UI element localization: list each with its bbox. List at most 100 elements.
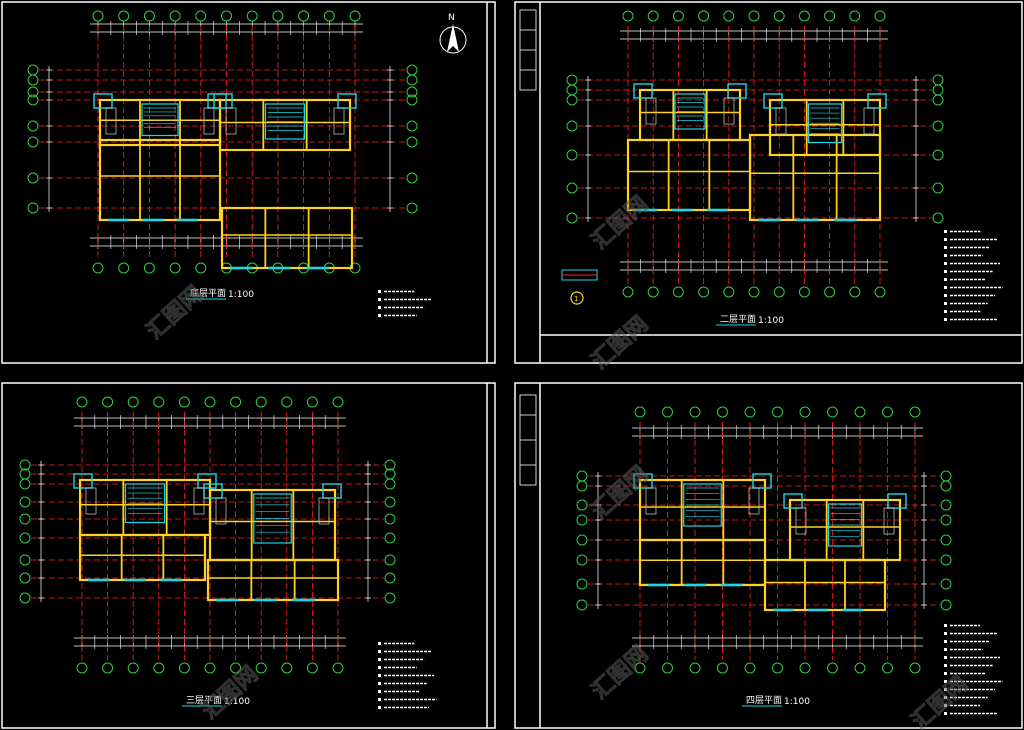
axis-bubble: [27, 86, 39, 98]
wall-outline: [638, 88, 742, 142]
axis-bubble: [169, 10, 181, 22]
axis-bubble: [909, 406, 921, 418]
note-bullet: [944, 270, 947, 273]
axis-bubble: [384, 478, 396, 490]
axis-bubble: [76, 396, 88, 408]
axis-bubble: [127, 396, 139, 408]
axis-bubble: [932, 94, 944, 106]
sheet-title-ground: 底层平面: [190, 287, 226, 299]
axis-bubble: [298, 10, 310, 22]
axis-bubble: [698, 286, 710, 298]
axis-bubble: [882, 406, 893, 418]
fixture-outline: [318, 497, 330, 525]
fixture-outline: [645, 97, 657, 125]
axis-bubble: [940, 499, 952, 511]
fixture-outline: [225, 107, 237, 135]
axis-bubble: [874, 286, 886, 298]
note-bullet: [944, 294, 947, 297]
axis-bubble: [576, 480, 588, 492]
sheet-title-fourth: 四层平面: [746, 695, 782, 706]
axis-bubble: [576, 599, 588, 611]
axis-bubble: [744, 406, 756, 418]
note-bullet: [378, 658, 381, 661]
balcony-outline: [322, 483, 342, 499]
sheet-scale-fourth: 1:100: [784, 697, 810, 707]
axis-bubble: [204, 662, 216, 674]
note-bullet: [944, 656, 947, 659]
axis-bubble: [940, 578, 952, 590]
axis-bubble: [406, 202, 418, 214]
axis-bubble: [622, 286, 634, 298]
axis-bubble: [909, 662, 921, 674]
axis-bubble: [195, 262, 207, 274]
axis-bubble: [306, 396, 318, 408]
axis-bubble: [672, 286, 684, 298]
floor-plan-second: [566, 10, 944, 298]
axis-bubble: [576, 578, 588, 590]
axis-bubble: [153, 662, 165, 674]
axis-bubble: [854, 406, 866, 418]
axis-bubble: [384, 513, 396, 525]
axis-bubble: [723, 10, 735, 22]
axis-bubble: [849, 10, 861, 22]
fixture-outline: [203, 107, 215, 135]
note-bullet: [378, 682, 381, 685]
axis-bubble: [19, 532, 31, 544]
note-bullet: [944, 246, 947, 249]
axis-bubble: [27, 74, 39, 86]
axis-bubble: [19, 592, 31, 604]
fixture-outline: [85, 487, 97, 515]
axis-bubble: [849, 286, 861, 298]
balcony-outline: [867, 93, 887, 109]
axis-bubble: [717, 662, 728, 674]
note-bullet: [944, 262, 947, 265]
note-bullet: [944, 672, 947, 675]
axis-bubble: [940, 599, 952, 611]
balcony-outline: [633, 83, 653, 99]
axis-bubble: [406, 136, 418, 148]
note-bullet: [944, 640, 947, 643]
axis-bubble: [118, 10, 130, 22]
axis-bubble: [748, 286, 760, 298]
balcony-outline: [887, 493, 907, 509]
axis-bubble: [874, 10, 886, 22]
balcony-outline: [752, 473, 772, 489]
axis-bubble: [576, 554, 588, 566]
floor-plan-ground: [27, 10, 418, 274]
notes-block-ground: [378, 290, 432, 317]
axis-bubble: [19, 459, 31, 471]
note-bullet: [378, 290, 381, 293]
axis-bubble: [406, 86, 418, 98]
axis-bubble: [772, 662, 783, 674]
axis-bubble: [255, 396, 267, 408]
axis-bubble: [27, 136, 39, 148]
sheet-frame-top-left: [1, 1, 496, 364]
axis-bubble: [406, 172, 418, 184]
axis-bubble: [102, 662, 114, 674]
axis-bubble: [127, 662, 139, 674]
balcony-outline: [633, 473, 653, 489]
axis-bubble: [798, 10, 810, 22]
wall-outline: [208, 488, 337, 562]
note-bullet: [944, 664, 947, 667]
note-bullet: [378, 642, 381, 645]
axis-bubble: [92, 10, 104, 22]
axis-bubble: [854, 662, 866, 674]
axis-bubble: [824, 10, 836, 22]
axis-bubble: [932, 149, 944, 161]
note-bullet: [378, 298, 381, 301]
axis-bubble: [566, 182, 578, 194]
notes-block-fourth: [944, 624, 1003, 715]
balcony-outline: [337, 93, 357, 109]
fixture-outline: [795, 507, 807, 535]
axis-bubble: [306, 662, 318, 674]
axis-bubble: [178, 396, 190, 408]
axis-bubble: [332, 396, 344, 408]
wall-outline: [218, 98, 352, 152]
note-bullet: [944, 624, 947, 627]
axis-bubble: [799, 406, 811, 418]
note-bullet: [378, 706, 381, 709]
north-label: N: [448, 13, 455, 23]
axis-bubble: [27, 120, 39, 132]
